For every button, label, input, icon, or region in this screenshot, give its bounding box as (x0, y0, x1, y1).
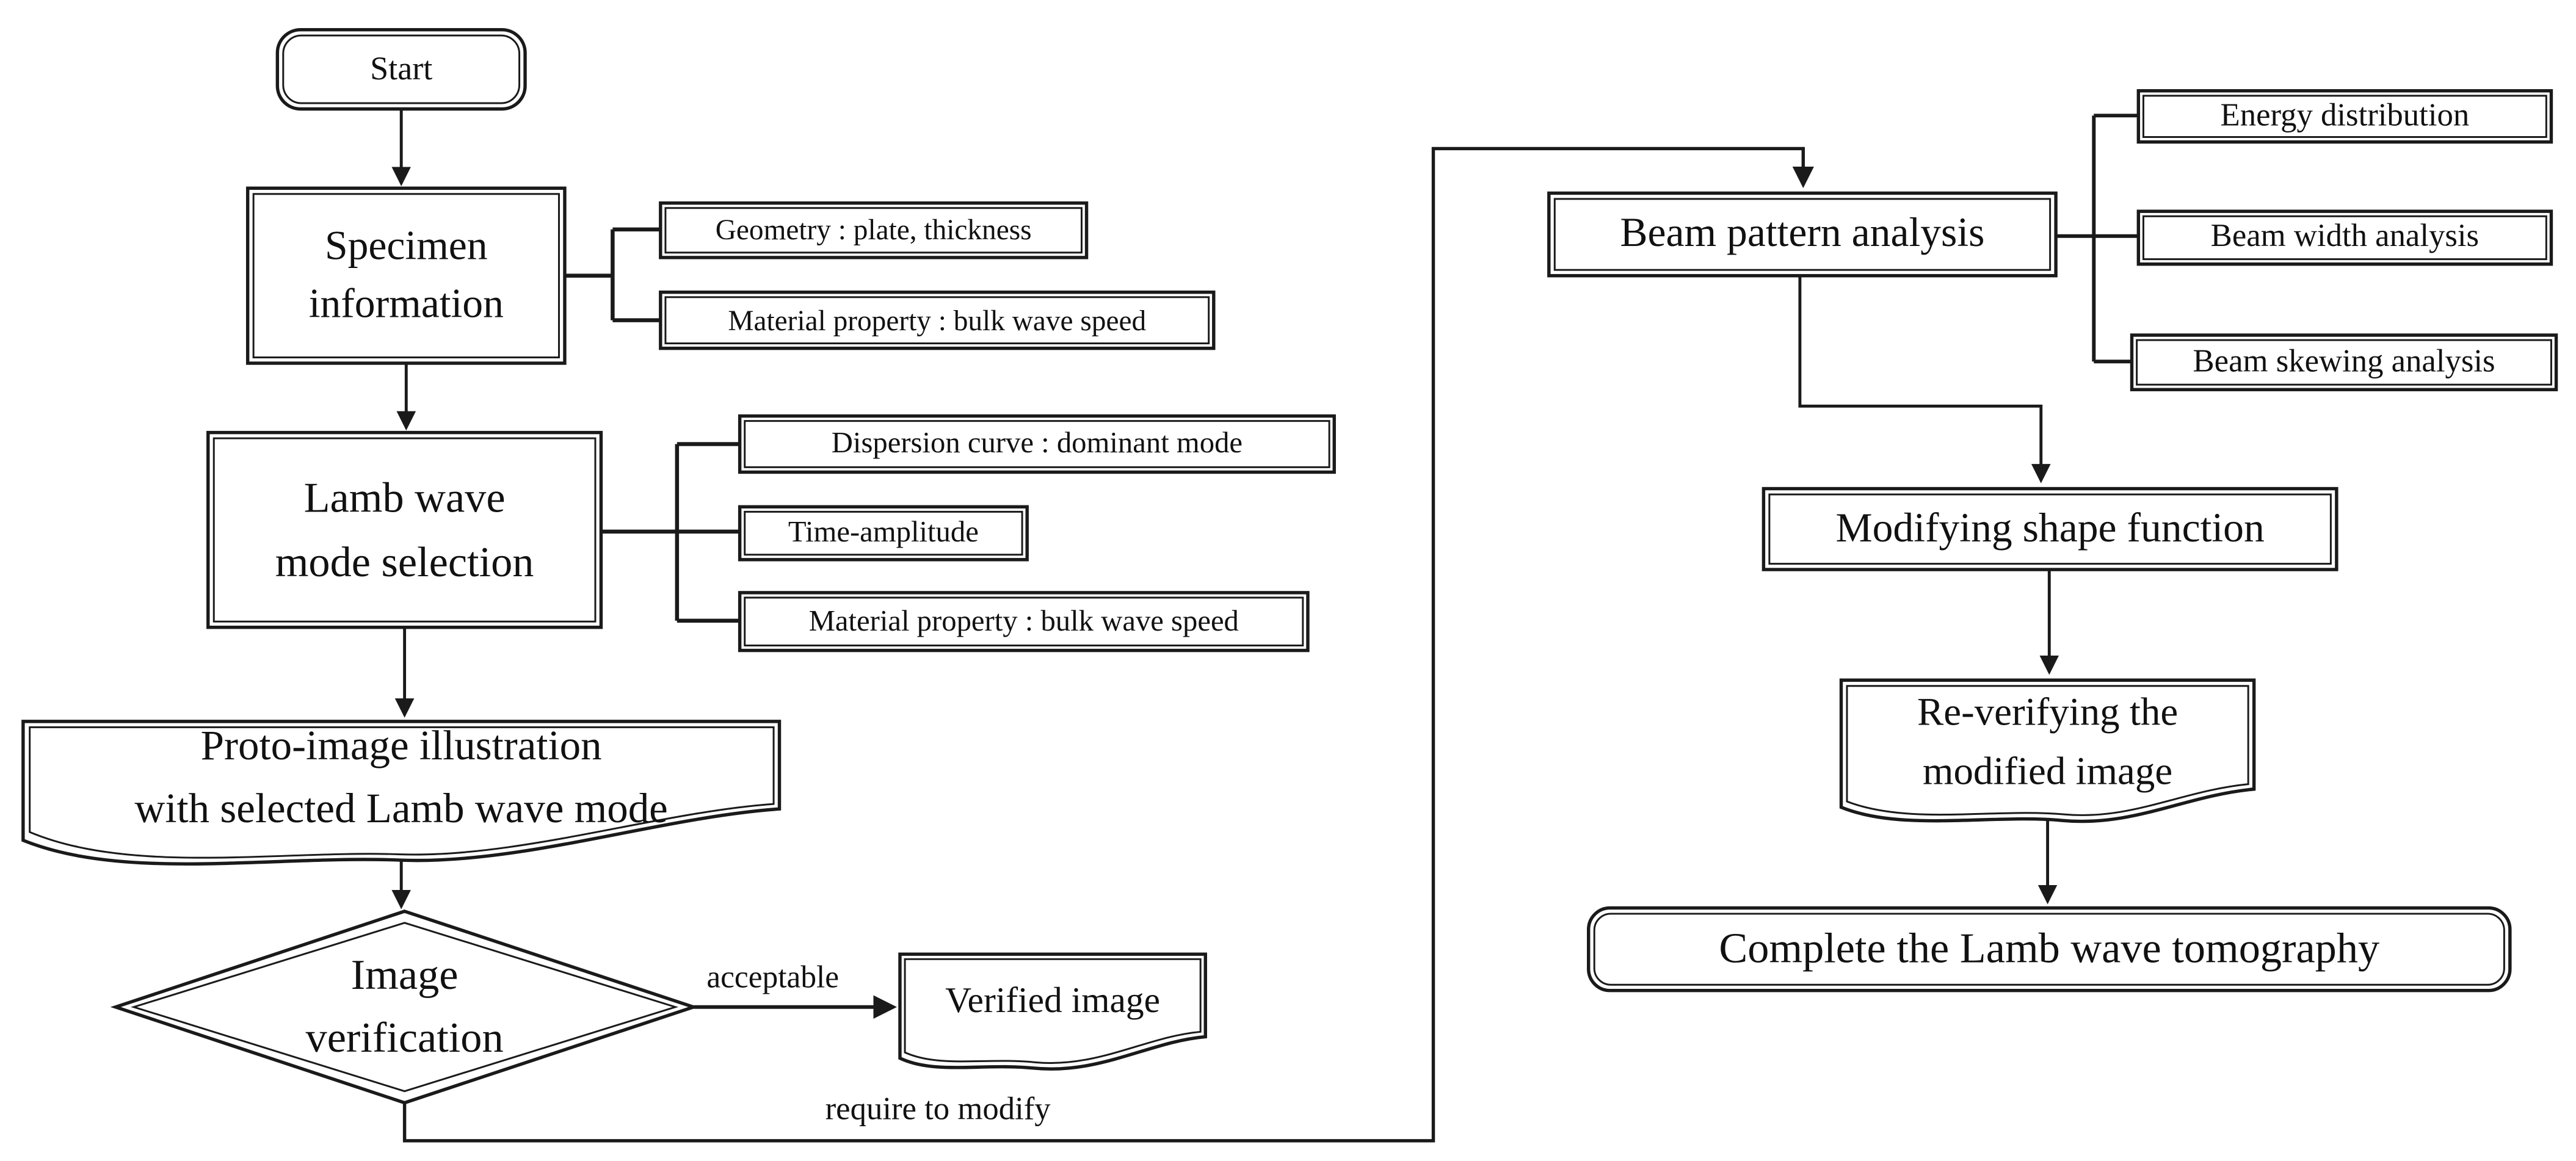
complete-shape (1587, 906, 2512, 993)
geometry-shape (659, 201, 1089, 259)
lamb-mode-shape (206, 430, 603, 629)
node-shapes (21, 27, 2558, 1105)
reverifying-shape (1839, 678, 2256, 823)
bracket-beam (2056, 114, 2139, 364)
energy-distribution-shape (2136, 89, 2553, 144)
start-shape (275, 27, 527, 111)
verified-image-shape (898, 952, 1207, 1071)
material-property-2-shape (738, 591, 1310, 653)
beam-pattern-shape (1547, 191, 2058, 278)
connectors (391, 109, 2139, 1143)
modifying-shape-shape (1761, 486, 2338, 571)
specimen-shape (245, 186, 567, 365)
bracket-lamb (601, 442, 740, 623)
time-amplitude-shape (738, 505, 1029, 562)
proto-image-shape (21, 720, 782, 866)
edge-label-require-to-modify: require to modify (825, 1093, 1051, 1128)
material-property-1-shape (659, 290, 1216, 350)
dispersion-shape (738, 414, 1336, 474)
beam-skewing-shape (2130, 333, 2558, 391)
edge-label-acceptable: acceptable (706, 961, 840, 996)
beam-width-shape (2136, 209, 2553, 266)
bracket-specimen (564, 227, 661, 322)
arrow-beam-to-modify (1798, 275, 2051, 483)
arrow-require-to-modify-loop (402, 146, 1814, 1143)
image-verification-shape (110, 910, 699, 1105)
